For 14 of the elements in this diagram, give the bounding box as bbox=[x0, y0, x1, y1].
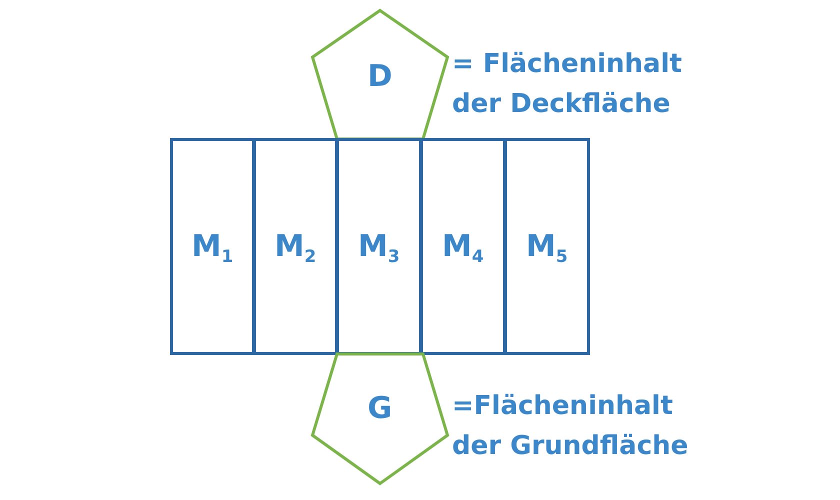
side-face-rectangle bbox=[336, 138, 422, 355]
side-face-rectangle bbox=[420, 138, 506, 355]
face-label: M$_{4}$ bbox=[442, 230, 484, 268]
face-label: M$_{1}$ bbox=[192, 230, 234, 268]
face-label: D bbox=[368, 60, 392, 94]
area-definition-note: =Flächeninhalt der Grundfläche bbox=[452, 390, 690, 463]
area-definition-note: = Flächeninhalt der Deckfläche bbox=[452, 48, 683, 121]
face-label: M$_{3}$ bbox=[358, 230, 400, 268]
face-label: G bbox=[368, 392, 392, 426]
side-face-rectangle bbox=[170, 138, 255, 355]
face-label: M$_{5}$ bbox=[526, 230, 568, 268]
side-face-rectangle bbox=[253, 138, 338, 355]
side-face-rectangle bbox=[504, 138, 590, 355]
face-label: M$_{2}$ bbox=[274, 230, 316, 268]
